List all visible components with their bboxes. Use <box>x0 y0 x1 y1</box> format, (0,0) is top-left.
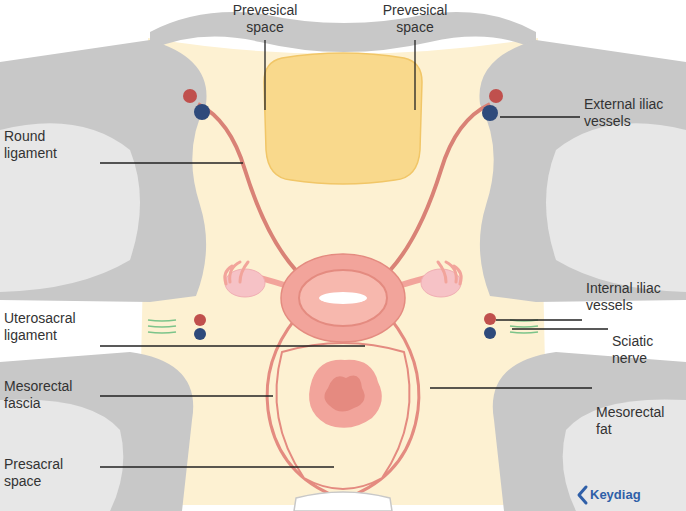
fat-label: Mesorectal fat <box>596 404 682 438</box>
space-label: Presacral space <box>4 456 94 490</box>
ligament-label: Uterosacral ligament <box>4 310 96 344</box>
nerve-label: Sciatic nerve <box>612 333 682 367</box>
space-label: Prevesical space <box>375 2 455 36</box>
ligament-label: Round ligament <box>4 128 84 162</box>
space-label: Prevesical space <box>225 2 305 36</box>
watermark: Keydiag <box>590 486 680 503</box>
fascia-label: Mesorectal fascia <box>4 378 94 412</box>
vessel-label: Internal iliac vessels <box>586 280 682 314</box>
vessel-label: External iliac vessels <box>584 96 682 130</box>
